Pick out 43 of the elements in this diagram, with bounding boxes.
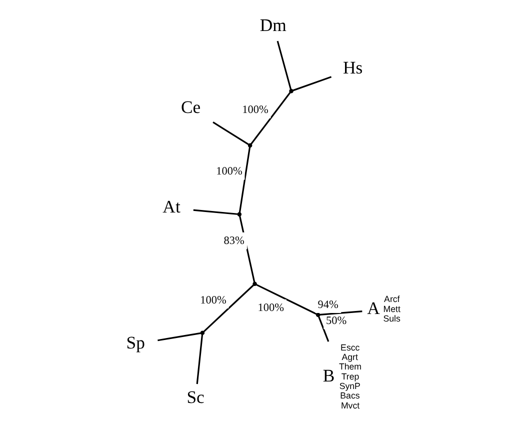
edge-label: 100% bbox=[242, 104, 268, 116]
edge-label: 94% bbox=[317, 298, 338, 311]
node-label: SynP bbox=[338, 381, 360, 392]
edge-label: 100% bbox=[216, 166, 242, 178]
edge-label: 100% bbox=[257, 302, 284, 314]
node-text: A bbox=[366, 298, 380, 318]
node-point bbox=[236, 212, 242, 216]
node-point bbox=[252, 282, 256, 286]
node-label: Suls bbox=[382, 313, 400, 324]
node-label: Arcf bbox=[384, 294, 400, 304]
node-text: Hs bbox=[342, 58, 362, 78]
node-label: Trep bbox=[340, 371, 359, 382]
edge-label: 83% bbox=[223, 235, 244, 248]
node-label: Escc bbox=[340, 342, 360, 352]
node-text: Sc bbox=[186, 387, 204, 408]
node-label: Agrt bbox=[341, 352, 358, 362]
node-label: Bacs bbox=[340, 390, 360, 401]
connector bbox=[318, 316, 329, 342]
node-label: Mett bbox=[382, 304, 400, 314]
node-text: Ce bbox=[180, 96, 200, 117]
connector bbox=[202, 284, 254, 332]
connector bbox=[192, 209, 238, 215]
connector bbox=[238, 147, 250, 212]
connector bbox=[157, 332, 200, 342]
node-text: At bbox=[162, 196, 180, 217]
node-label: Them bbox=[338, 362, 362, 372]
node-point bbox=[200, 330, 204, 336]
connector bbox=[292, 76, 332, 92]
node-text: Sp bbox=[126, 332, 144, 353]
connector bbox=[319, 310, 362, 316]
node-point bbox=[247, 143, 252, 148]
edge-label: 50% bbox=[326, 315, 346, 328]
node-label: Mvct bbox=[340, 400, 360, 410]
node-point bbox=[288, 88, 293, 94]
edge-label: 100% bbox=[200, 294, 226, 306]
node-text: Dm bbox=[259, 14, 286, 35]
connector bbox=[276, 40, 292, 90]
connector bbox=[250, 92, 290, 144]
connector bbox=[256, 284, 316, 315]
node-text: B bbox=[322, 366, 334, 386]
connector bbox=[212, 122, 248, 146]
node-point bbox=[315, 312, 320, 318]
connector bbox=[196, 334, 203, 384]
